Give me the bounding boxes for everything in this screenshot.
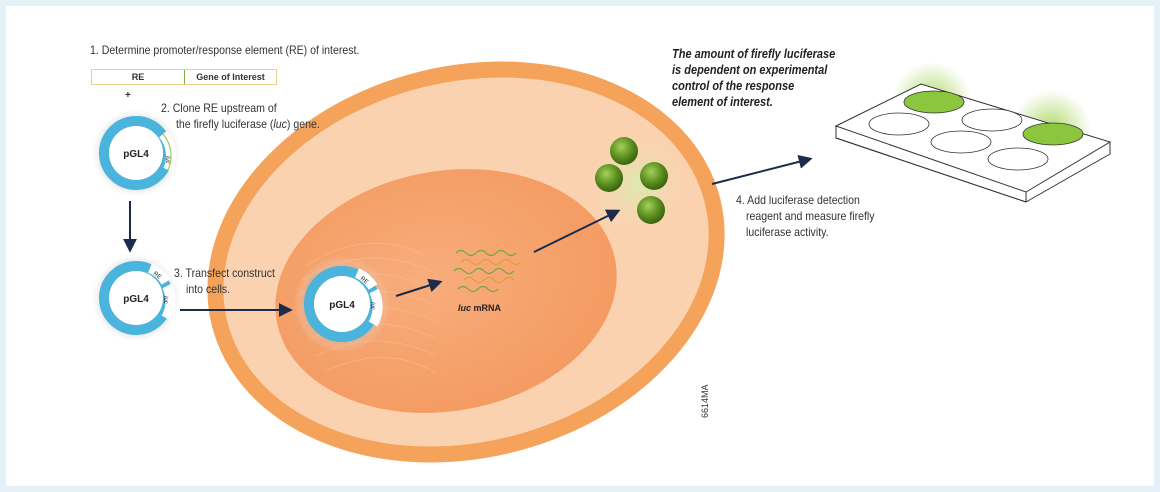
well-plate: [836, 62, 1110, 202]
plasmid-3: pGL4 RE luc: [294, 256, 390, 352]
luciferase-protein: [610, 137, 638, 165]
re-box: RE: [92, 70, 185, 84]
arrow-detection: [712, 159, 810, 184]
luciferase-protein: [640, 162, 668, 190]
plasmid-2: pGL4 RE luc: [90, 252, 182, 344]
note-line-2: is dependent on experimental: [672, 62, 835, 78]
plasmid-label: pGL4: [123, 149, 149, 160]
construct-bar: RE Gene of Interest: [91, 69, 277, 85]
well: [962, 109, 1022, 131]
plasmid-luc-label: luc: [162, 296, 168, 304]
plasmid-luc-label: luc: [369, 302, 375, 310]
gene-of-interest-box: Gene of Interest: [185, 70, 276, 84]
well-luminescent: [904, 91, 964, 113]
well: [988, 148, 1048, 170]
step-3-line-2: into cells.: [186, 281, 230, 297]
note-line-3: control of the response: [672, 78, 835, 94]
luciferase-protein: [637, 196, 665, 224]
step-4-line-1: 4. Add luciferase detection: [736, 192, 860, 208]
plus-sign: +: [125, 90, 131, 101]
note-line-1: The amount of firefly luciferase: [672, 46, 835, 62]
well: [931, 131, 991, 153]
well-luminescent: [1023, 123, 1083, 145]
plasmid-1: pGL4 luc: [90, 107, 182, 199]
luciferase-protein: [595, 164, 623, 192]
step-1-text: 1. Determine promoter/response element (…: [90, 42, 359, 58]
explanatory-note: The amount of firefly luciferase is depe…: [672, 46, 835, 110]
step-2-text-luc: luc: [273, 117, 287, 131]
step-2-text-pre: the firefly luciferase (: [176, 117, 273, 131]
step-2-line-2: the firefly luciferase (luc) gene.: [176, 116, 320, 132]
plasmid-label: pGL4: [123, 294, 149, 305]
diagram-canvas: luc mRNA pGL4 luc pGL4 RE luc: [6, 6, 1154, 486]
step-2-text-post: ) gene.: [287, 117, 320, 131]
well: [869, 113, 929, 135]
plasmid-label: pGL4: [329, 300, 355, 311]
mrna-label: luc mRNA: [458, 303, 502, 313]
step-2-line-1: 2. Clone RE upstream of: [161, 100, 277, 116]
step-4-line-2: reagent and measure firefly: [746, 208, 875, 224]
figure-id: 6614MA: [700, 384, 710, 418]
note-line-4: element of interest.: [672, 94, 835, 110]
step-3-line-1: 3. Transfect construct: [174, 265, 275, 281]
plasmid-luc-label: luc: [164, 156, 170, 164]
step-4-line-3: luciferase activity.: [746, 224, 829, 240]
